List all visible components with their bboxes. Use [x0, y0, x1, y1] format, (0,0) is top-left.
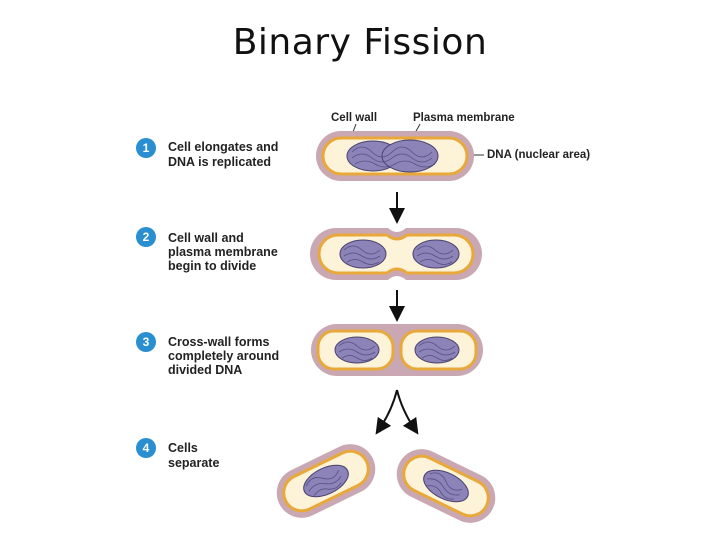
step-4-line-1: Cells	[168, 441, 198, 455]
step-2-line-3: begin to divide	[168, 259, 256, 273]
cell-step-4-left	[276, 444, 376, 518]
step-3: 3 Cross-wall forms completely around div…	[136, 332, 279, 377]
dna-cluster	[346, 139, 439, 173]
step-2-line-2: plasma membrane	[168, 245, 278, 259]
step-1-line-2: DNA is replicated	[168, 155, 271, 169]
step-1-line-1: Cell elongates and	[168, 140, 278, 154]
step-4: 4 Cells separate	[136, 438, 219, 470]
dna-cluster-left	[339, 239, 387, 269]
dna-cluster-right	[414, 336, 460, 364]
step-2-line-1: Cell wall and	[168, 231, 244, 245]
dna-cluster	[423, 469, 469, 503]
cell-wall-label: Cell wall	[331, 112, 377, 124]
step-2-badge	[136, 227, 156, 247]
cell-step-1	[316, 131, 474, 181]
step-1-badge	[136, 138, 156, 158]
arrow-split-right	[396, 389, 419, 435]
cell-step-3	[311, 324, 483, 376]
step-4-line-2: separate	[168, 456, 219, 470]
step-3-line-2: completely around	[168, 349, 279, 363]
step-4-number: 4	[143, 441, 150, 455]
step-3-number: 3	[143, 335, 150, 349]
dna-cluster-right	[412, 239, 460, 269]
cell-step-4-right	[396, 449, 496, 523]
plasma-membrane-label: Plasma membrane	[413, 112, 515, 124]
dna-label: DNA (nuclear area)	[487, 149, 590, 161]
step-4-badge	[136, 438, 156, 458]
cell-step-2	[310, 228, 482, 280]
arrow-split-left	[375, 389, 398, 435]
dna-cluster	[303, 464, 349, 498]
step-1-number: 1	[143, 141, 150, 155]
step-3-badge	[136, 332, 156, 352]
step-1: 1 Cell elongates and DNA is replicated	[136, 138, 278, 169]
dna-cluster-left	[334, 336, 380, 364]
step-2-number: 2	[143, 230, 150, 244]
page-title: Binary Fission	[232, 22, 488, 63]
step-2: 2 Cell wall and plasma membrane begin to…	[136, 227, 278, 273]
step-3-line-1: Cross-wall forms	[168, 335, 269, 349]
step-3-line-3: divided DNA	[168, 363, 242, 377]
